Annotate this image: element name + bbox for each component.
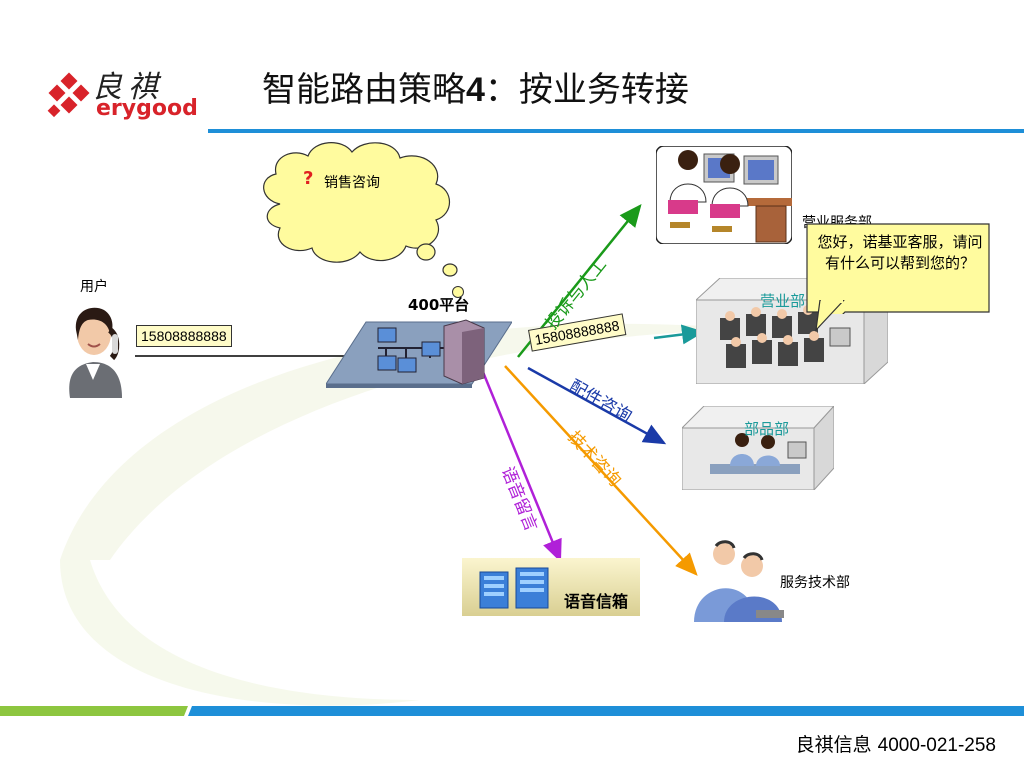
cloud-text: 销售咨询 — [324, 175, 380, 191]
question-mark-icon: ? — [303, 168, 314, 189]
footer-phone: 4000-021-258 — [877, 735, 996, 756]
speech-bubble-text: 您好，诺基亚客服，请问有什么可以帮到您的？ — [817, 233, 983, 272]
thought-cloud — [263, 142, 458, 277]
arrow-voicemail — [481, 371, 562, 563]
page-title: 智能路由策略4：按业务转接 — [262, 62, 689, 111]
logo-english-text: erygood — [96, 96, 198, 121]
arrow-tech — [504, 365, 698, 576]
thought-bubble-dot — [452, 286, 464, 298]
footer-company-name: 良祺信息 — [795, 734, 872, 756]
tech-service-operators-icon — [694, 540, 784, 622]
footer-company: 良祺信息 4000-021-258 — [796, 730, 996, 757]
user-phone-number: 15808888888 — [136, 325, 232, 347]
title-rest: ：按业务转接 — [484, 70, 689, 110]
parts-dept-room-icon — [682, 406, 834, 490]
arrow-parts — [527, 366, 667, 445]
user-label: 用户 — [80, 279, 108, 295]
call-center-operators-icon — [656, 146, 792, 244]
dept-business-label: 营业部 — [760, 292, 806, 310]
dept-tech-service-label: 服务技术部 — [780, 575, 850, 591]
platform-network-icon — [326, 319, 512, 388]
voice-box-label: 语音信箱 — [564, 592, 629, 611]
speech-bubble-tail — [815, 300, 845, 332]
dept-parts-label: 部品部 — [744, 420, 790, 438]
server-stack-icon — [479, 567, 549, 609]
speech-bubble — [806, 223, 990, 314]
arrow-business — [653, 324, 705, 345]
user-woman-phone-icon — [69, 307, 122, 398]
title-number: 4 — [466, 71, 485, 109]
title-main: 智能路由策略 — [262, 70, 466, 110]
logo-chinese-text: 良祺 — [92, 70, 164, 105]
logo-diamonds-icon — [47, 72, 90, 118]
platform-label: 400平台 — [408, 296, 470, 314]
